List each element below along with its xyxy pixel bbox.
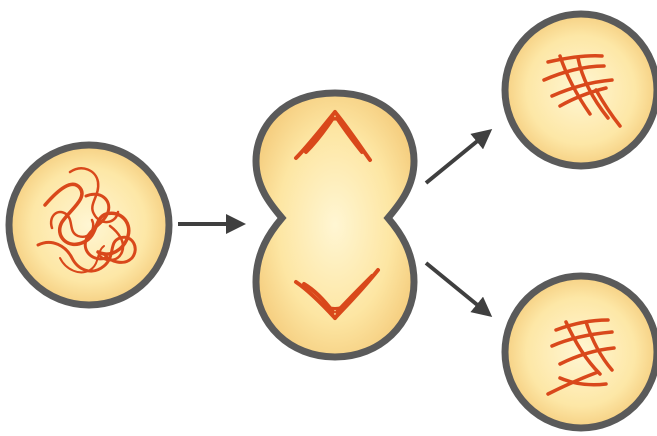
dividing-cell (252, 89, 418, 361)
chromatin-tangle (36, 167, 137, 274)
parent-cell-membrane (5, 141, 173, 309)
arrow-to-bottom-daughter-cell (424, 261, 493, 318)
chromosomes-top-daughter (542, 54, 622, 128)
daughter-cell-top-membrane (501, 10, 657, 170)
daughter-cell-top (501, 10, 657, 170)
chromosomes-bottom-pole (294, 268, 380, 320)
chromosomes-bottom-daughter (546, 318, 616, 396)
daughter-cell-bottom (501, 272, 657, 432)
parent-cell (5, 141, 173, 309)
arrow-to-top-daughter-cell (424, 128, 493, 185)
chromosomes-top-pole (294, 110, 372, 162)
